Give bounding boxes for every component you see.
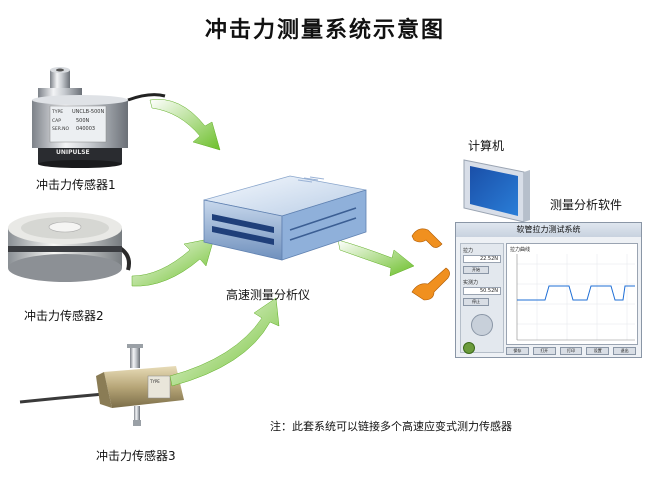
analyzer-label: 高速测量分析仪 <box>226 288 311 302</box>
software-chart-area: 拉力曲线 <box>506 243 638 345</box>
arrow-sensor3-to-analyzer <box>169 297 280 387</box>
arrow-sensor2-to-analyzer <box>131 237 215 287</box>
sensor-1-type-text: TYPE <box>51 109 63 115</box>
sensor-3-plate-text: TYPE <box>149 379 160 384</box>
status-led-icon <box>463 342 475 354</box>
software-button-start[interactable]: 开始 <box>463 266 489 274</box>
software-window-title: 软管拉力测试系统 <box>456 223 641 237</box>
wrench-icon <box>411 228 450 301</box>
sensor-2-image <box>8 212 131 282</box>
arrow-analyzer-to-computer <box>337 239 415 277</box>
sensor-3-image: TYPE <box>19 344 184 426</box>
software-chart-title: 拉力曲线 <box>510 247 531 253</box>
sensor-3-label: 冲击力传感器3 <box>96 449 176 463</box>
software-button-settings[interactable]: 设置 <box>586 347 610 355</box>
analyzer-device <box>203 175 367 261</box>
software-control-panel: 拉力 22.52N 开始 实测力 50.52N 停止 <box>460 243 504 354</box>
sensor-1-cap-value: 500N <box>76 118 90 124</box>
sensor-1-label: 冲击力传感器1 <box>36 178 116 192</box>
software-field1-label: 拉力 <box>463 248 474 254</box>
system-note: 注：此套系统可以链接多个高速应变式测力传感器 <box>270 420 512 433</box>
direction-pad-icon[interactable] <box>471 314 493 336</box>
arrow-sensor1-to-analyzer <box>149 99 221 151</box>
software-field1-value[interactable]: 22.52N <box>463 255 501 263</box>
software-button-save[interactable]: 保存 <box>506 347 529 355</box>
diagram-title: 冲击力测量系统示意图 <box>204 17 445 43</box>
computer-monitor <box>463 159 530 223</box>
sensor-1-cap-text: CAP <box>52 118 61 124</box>
software-button-exit[interactable]: 退出 <box>613 347 636 355</box>
software-label: 测量分析软件 <box>550 198 623 212</box>
sensor-1-ser-text: SER.NO <box>52 126 69 132</box>
sensor-1-ser-value: 040003 <box>76 126 95 132</box>
software-button-stop[interactable]: 停止 <box>463 298 489 306</box>
sensor-1-brand: UNIPULSE <box>56 149 90 156</box>
software-field2-label: 实测力 <box>463 280 479 286</box>
sensor-1-model: UNCLB-500N <box>72 109 104 115</box>
software-button-open[interactable]: 打开 <box>532 347 556 355</box>
computer-label: 计算机 <box>468 139 505 153</box>
software-button-bar: 保存 打开 打印 设置 退出 <box>506 347 636 355</box>
sensor-1-image: TYPE UNCLB-500N CAP 500N SER.NO 040003 U… <box>32 67 166 168</box>
software-waveform <box>516 254 635 341</box>
software-field2-value[interactable]: 50.52N <box>463 287 501 295</box>
sensor-2-label: 冲击力传感器2 <box>24 309 104 323</box>
software-button-print[interactable]: 打印 <box>559 347 583 355</box>
software-window: 软管拉力测试系统 拉力 22.52N 开始 实测力 50.52N 停止 拉力曲线… <box>455 222 642 358</box>
